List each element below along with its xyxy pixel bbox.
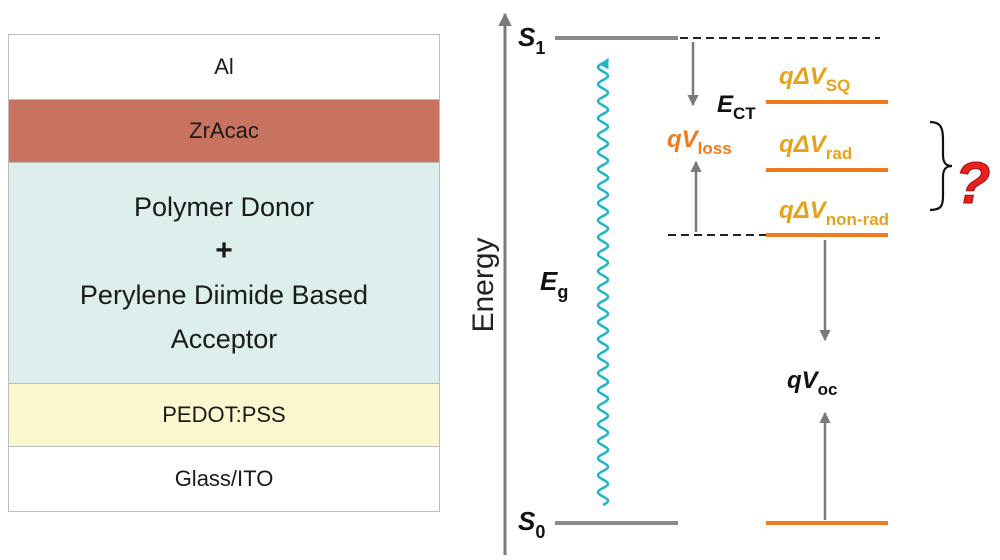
curly-brace — [929, 120, 953, 212]
layer-al-label: Al — [214, 54, 234, 79]
question-mark: ? — [955, 151, 990, 216]
layer-glass-ito: Glass/ITO — [8, 447, 440, 512]
dv-sq-label: qΔVSQ — [779, 63, 850, 95]
layer-zracac: ZrAcac — [8, 100, 440, 163]
energy-axis-label: Energy — [467, 237, 500, 332]
layer-glass-label: Glass/ITO — [174, 466, 274, 491]
layer-al: Al — [8, 34, 440, 100]
layer-zracac-label: ZrAcac — [189, 118, 259, 143]
qvloss-label: qVloss — [667, 126, 732, 158]
active-line-4: Acceptor — [170, 324, 278, 354]
excitation-wavy-arrow — [596, 58, 610, 507]
qvoc-label: qVoc — [787, 367, 838, 399]
dv-rad-label: qΔVrad — [779, 131, 852, 163]
s0-label: S0 — [518, 506, 545, 542]
active-line-1: Polymer Donor — [133, 192, 315, 222]
eg-label: Eg — [540, 266, 568, 302]
active-line-3: Perylene Diimide Based — [79, 280, 369, 310]
layer-active: Polymer Donor + Perylene Diimide Based A… — [8, 163, 440, 384]
layer-pedot-label: PEDOT:PSS — [162, 402, 286, 427]
active-plus: + — [215, 234, 233, 267]
layer-pedot-pss: PEDOT:PSS — [8, 384, 440, 447]
s1-label: S1 — [518, 22, 545, 58]
device-layer-stack: Al ZrAcac Polymer Donor + Perylene Diimi… — [8, 34, 440, 512]
dv-nonrad-label: qΔVnon-rad — [779, 197, 889, 229]
ect-label: ECT — [717, 91, 756, 123]
